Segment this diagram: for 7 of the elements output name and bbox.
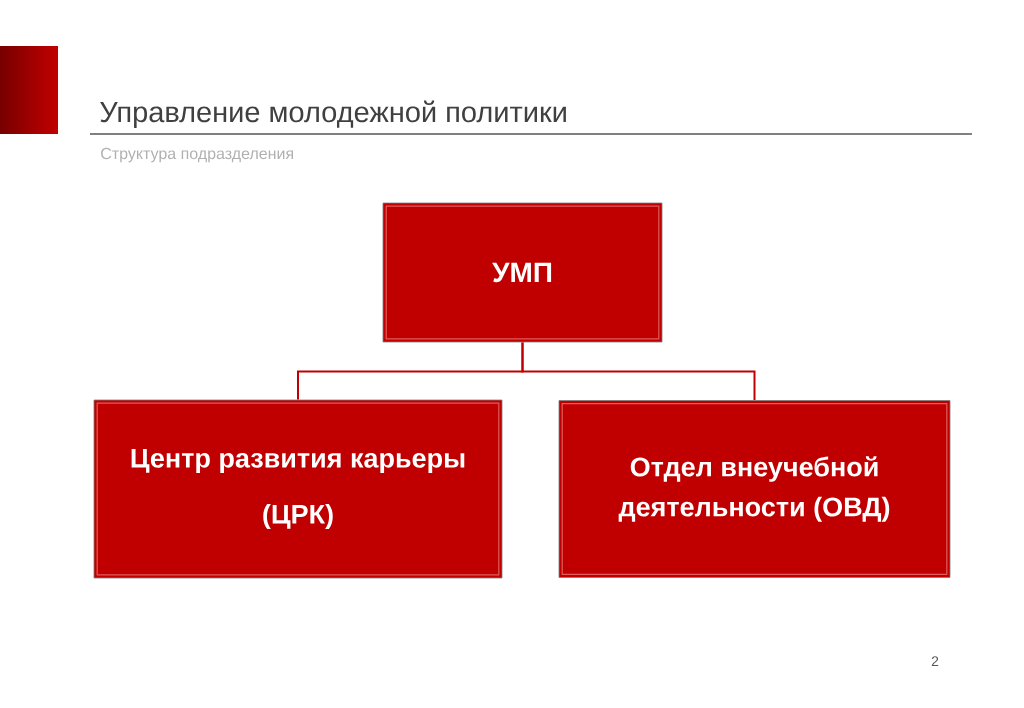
org-box: Отдел внеучебной деятельности (ОВД)	[558, 400, 951, 578]
org-box: УМП	[382, 202, 663, 343]
connector-line	[521, 341, 756, 402]
title: Управление молодежной политики	[100, 100, 566, 129]
subtitle: Структура подразделения	[101, 147, 293, 163]
org-box: Центр развития карьеры (ЦРК)	[93, 399, 503, 579]
page-number: 2	[931, 656, 939, 666]
